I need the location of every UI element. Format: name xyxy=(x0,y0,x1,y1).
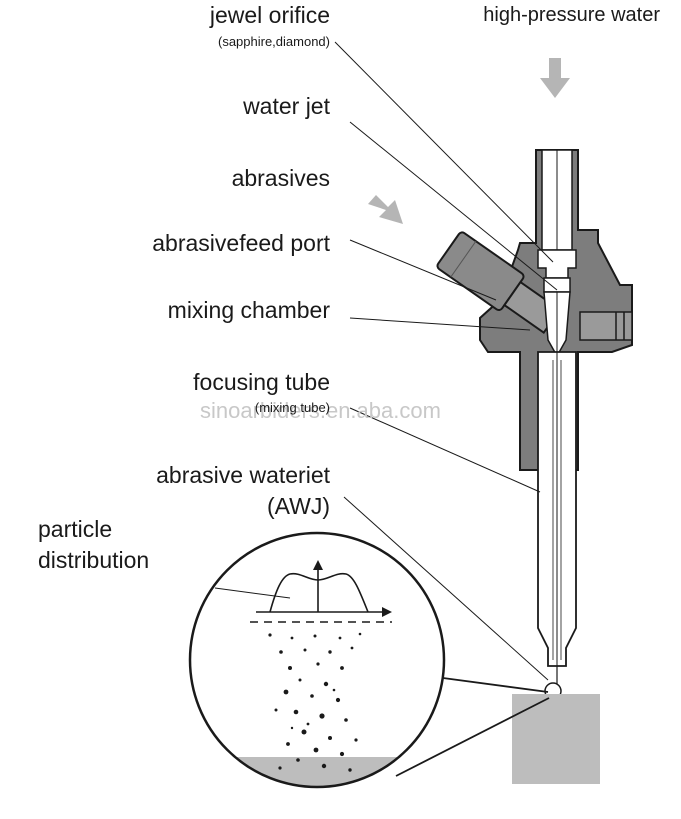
particle-dot xyxy=(293,709,299,715)
watermark: sinoarbiders.en.aba.com xyxy=(200,398,441,423)
particle-dot xyxy=(303,648,307,652)
particle-dot xyxy=(268,633,272,637)
leader-lines xyxy=(214,41,558,681)
abrasives-arrow xyxy=(368,195,403,224)
zoom-line-top xyxy=(442,677,549,693)
particle-dot xyxy=(301,729,307,735)
particle-dot xyxy=(288,666,292,670)
distribution-curve xyxy=(269,572,369,613)
particle-dot xyxy=(290,726,294,730)
particle-dot xyxy=(350,646,354,650)
particle-dot xyxy=(328,736,332,740)
particle-dot xyxy=(340,666,344,670)
particle-dot xyxy=(332,688,336,692)
workpiece xyxy=(512,694,600,784)
zoom-line-bottom xyxy=(395,697,550,777)
particle-dot xyxy=(274,708,278,712)
label-abrasive-feed-port: abrasivefeed port xyxy=(152,230,330,256)
particle-dot xyxy=(316,662,320,666)
particle-dot xyxy=(290,636,294,640)
particle-dot xyxy=(321,763,327,769)
label-abrasive-waterjet: abrasive wateriet xyxy=(156,462,330,488)
particle-dot xyxy=(313,747,319,753)
label-awj: (AWJ) xyxy=(267,493,330,519)
particle-dot xyxy=(338,636,342,640)
label-high-pressure-water: high-pressure water xyxy=(483,4,660,26)
particle-dot xyxy=(313,634,317,638)
particle-dot xyxy=(310,694,314,698)
label-mixing-chamber: mixing chamber xyxy=(168,297,331,323)
label-distribution: distribution xyxy=(38,547,149,573)
particle-dot xyxy=(339,751,345,757)
particle-dot xyxy=(344,718,348,722)
particle-dot xyxy=(319,713,325,719)
particle-dot xyxy=(279,650,283,654)
particle-dot xyxy=(335,697,341,703)
particle-dot xyxy=(286,742,290,746)
high-pressure-water-arrow xyxy=(540,58,570,98)
particle-dot xyxy=(278,766,282,770)
abrasive-particles xyxy=(268,632,362,772)
particle-dot xyxy=(306,722,310,726)
particle-dot xyxy=(296,758,300,762)
magnified-view-circle xyxy=(188,531,446,789)
label-jewel-orifice: jewel orifice xyxy=(209,2,330,28)
particle-dot xyxy=(323,681,329,687)
particle-dot xyxy=(358,632,362,636)
particle-dot xyxy=(354,738,358,742)
particle-dot xyxy=(348,768,352,772)
particle-dot xyxy=(283,689,289,695)
label-particle: particle xyxy=(38,516,112,542)
particle-dot xyxy=(328,650,332,654)
label-focusing-tube-note: (mixing tube) xyxy=(255,400,330,415)
particle-dot xyxy=(298,678,302,682)
label-focusing-tube: focusing tube xyxy=(193,369,330,395)
label-water-jet: water jet xyxy=(242,93,331,119)
label-abrasives: abrasives xyxy=(232,165,330,191)
label-jewel-orifice-note: (sapphire,diamond) xyxy=(218,34,330,49)
